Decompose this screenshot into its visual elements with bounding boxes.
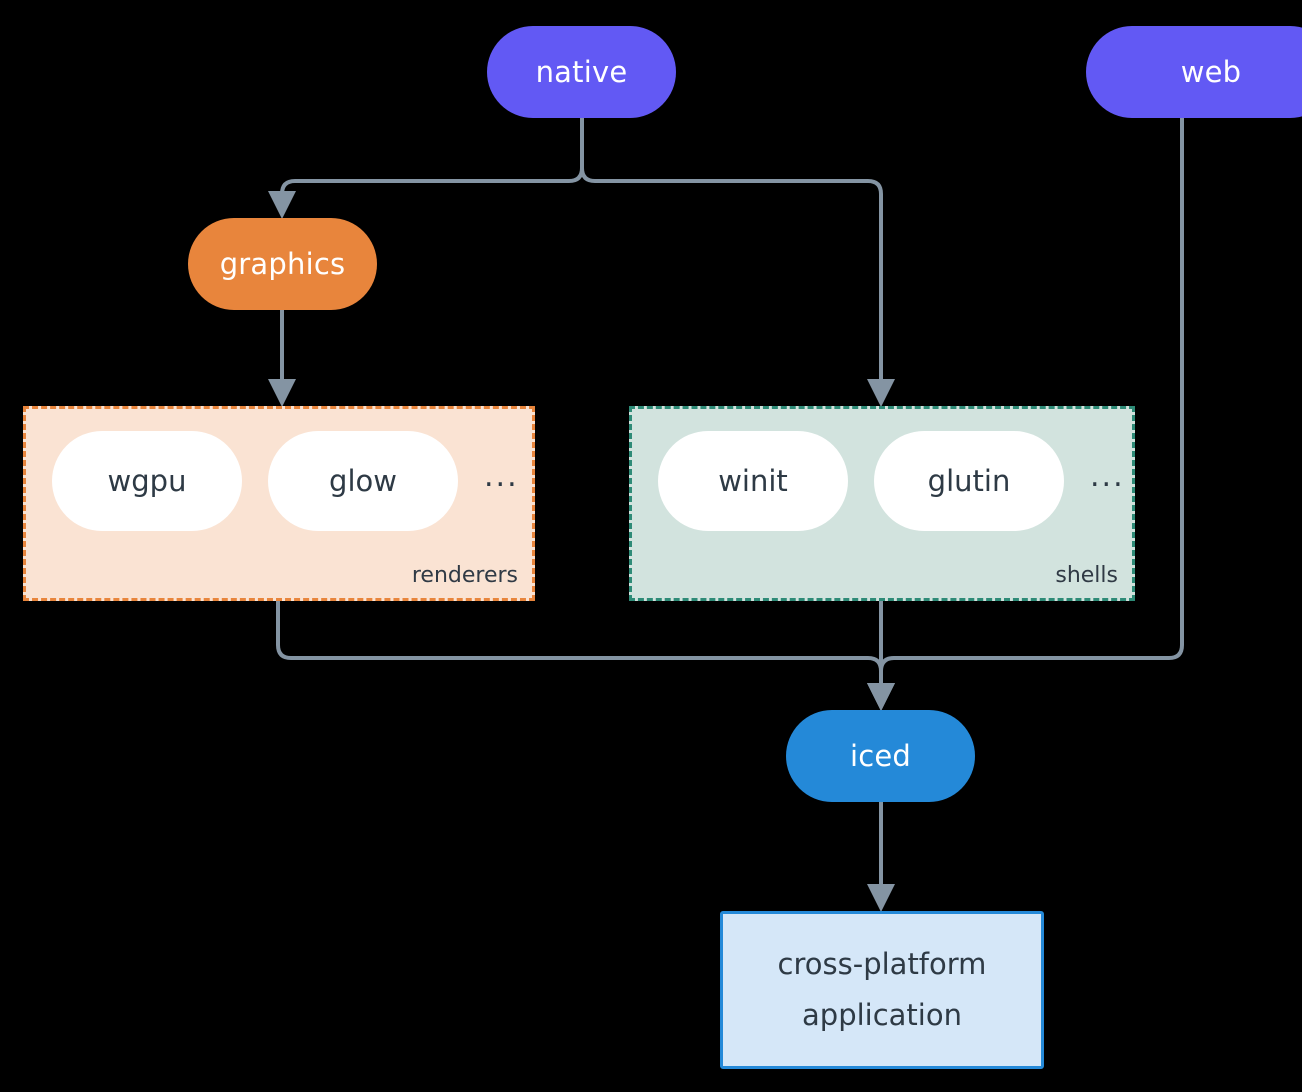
group-shells[interactable]: winit glutin ... shells: [629, 406, 1135, 601]
chip-glow-label: glow: [329, 464, 397, 498]
node-web[interactable]: web: [1086, 26, 1302, 118]
shells-items: winit glutin ...: [632, 431, 1132, 531]
chip-winit-label: winit: [718, 464, 788, 498]
node-native-label: native: [535, 55, 628, 89]
chip-winit[interactable]: winit: [658, 431, 848, 531]
edge-native-to-shells: [580, 116, 895, 407]
application-label-line2: application: [802, 998, 962, 1032]
group-shells-label: shells: [1055, 563, 1118, 588]
edge-native-to-graphics: [268, 116, 584, 219]
chip-glow[interactable]: glow: [268, 431, 458, 531]
edge-renderers-to-iced: [276, 599, 895, 711]
chip-wgpu-label: wgpu: [107, 464, 187, 498]
group-renderers[interactable]: wgpu glow ... renderers: [23, 406, 535, 601]
shells-overflow-ellipsis: ...: [1090, 459, 1125, 494]
renderers-overflow-ellipsis: ...: [484, 459, 519, 494]
node-cross-platform-application[interactable]: cross-platform application: [720, 911, 1044, 1069]
renderers-items: wgpu glow ...: [26, 431, 532, 531]
node-iced-label: iced: [849, 739, 912, 773]
chip-wgpu[interactable]: wgpu: [52, 431, 242, 531]
node-iced[interactable]: iced: [786, 710, 975, 802]
chip-glutin[interactable]: glutin: [874, 431, 1064, 531]
chip-glutin-label: glutin: [927, 464, 1011, 498]
node-graphics[interactable]: graphics: [188, 218, 377, 310]
group-renderers-label: renderers: [411, 563, 518, 588]
node-graphics-label: graphics: [219, 247, 346, 281]
node-web-label: web: [1180, 55, 1242, 89]
node-native[interactable]: native: [487, 26, 676, 118]
application-label-line1: cross-platform: [777, 947, 987, 982]
